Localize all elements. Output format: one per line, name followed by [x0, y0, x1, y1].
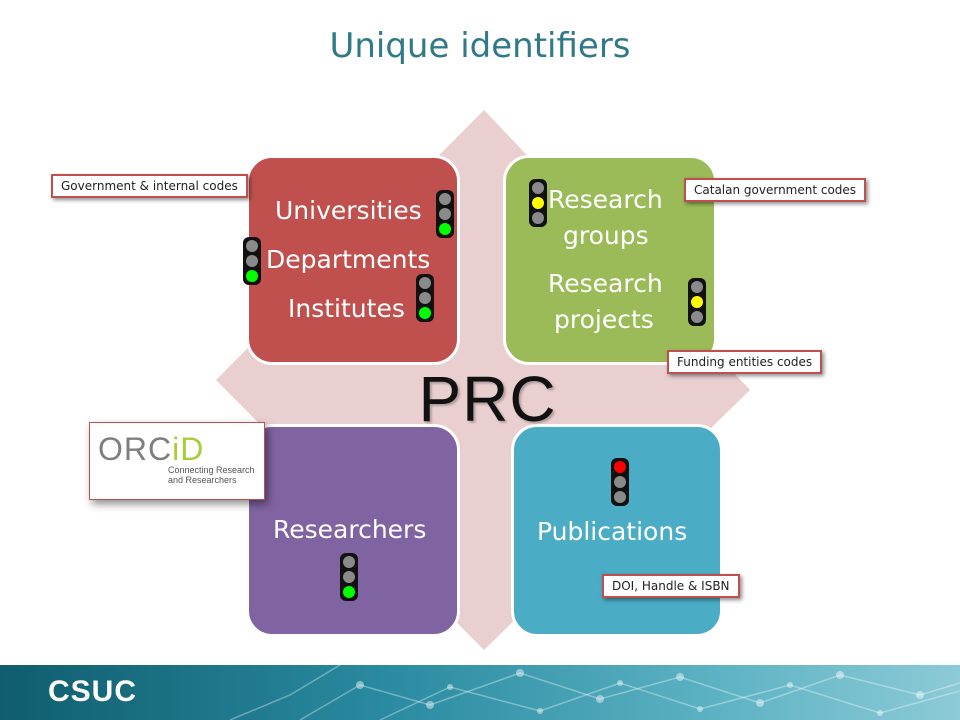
callout-government-internal: Government & internal codes: [51, 174, 248, 198]
traffic-light-research-projects: [688, 278, 706, 326]
orcid-tagline-line-2: and Researchers: [168, 475, 237, 485]
label-publications: Publications: [537, 517, 688, 546]
traffic-light-research-groups: [529, 179, 547, 227]
label-universities: Universities: [275, 196, 422, 225]
quadrant-publications: Publications: [511, 424, 723, 637]
center-label-prc: PRC: [418, 363, 557, 435]
orcid-logo: ORCiD Connecting Research and Researcher…: [89, 422, 265, 500]
orcid-tagline: Connecting Research and Researchers: [168, 465, 260, 485]
footer-banner: CSUC: [0, 665, 960, 720]
label-institutes: Institutes: [288, 294, 405, 323]
footer-network-pattern: [229, 665, 960, 720]
orcid-wordmark-orc: ORC: [98, 431, 173, 467]
label-projects: projects: [554, 305, 654, 334]
label-departments: Departments: [266, 245, 431, 274]
quadrant-research: Research groups Research projects: [503, 155, 717, 365]
traffic-light-institutes: [416, 274, 434, 322]
callout-doi-handle-isbn: DOI, Handle & ISBN: [602, 574, 740, 598]
traffic-light-publications: [611, 458, 629, 506]
callout-catalan-government: Catalan government codes: [684, 178, 867, 202]
traffic-light-departments: [243, 237, 261, 285]
label-groups: groups: [563, 221, 649, 250]
label-research-2: Research: [548, 269, 663, 298]
label-research-1: Research: [548, 185, 663, 214]
quadrant-researchers: Researchers: [246, 424, 460, 637]
csuc-logo: CSUC: [48, 675, 138, 708]
callout-funding-entities: Funding entities codes: [667, 350, 823, 374]
traffic-light-universities: [436, 190, 454, 238]
traffic-light-researchers: [340, 553, 358, 601]
slide-title: Unique identifiers: [329, 26, 631, 66]
orcid-tagline-line-1: Connecting Research: [168, 465, 255, 475]
orcid-wordmark-id: iD: [172, 431, 205, 467]
orcid-wordmark: ORCiD: [98, 431, 204, 468]
quadrant-universities: Universities Departments Institutes: [246, 155, 460, 365]
label-researchers: Researchers: [273, 515, 427, 544]
